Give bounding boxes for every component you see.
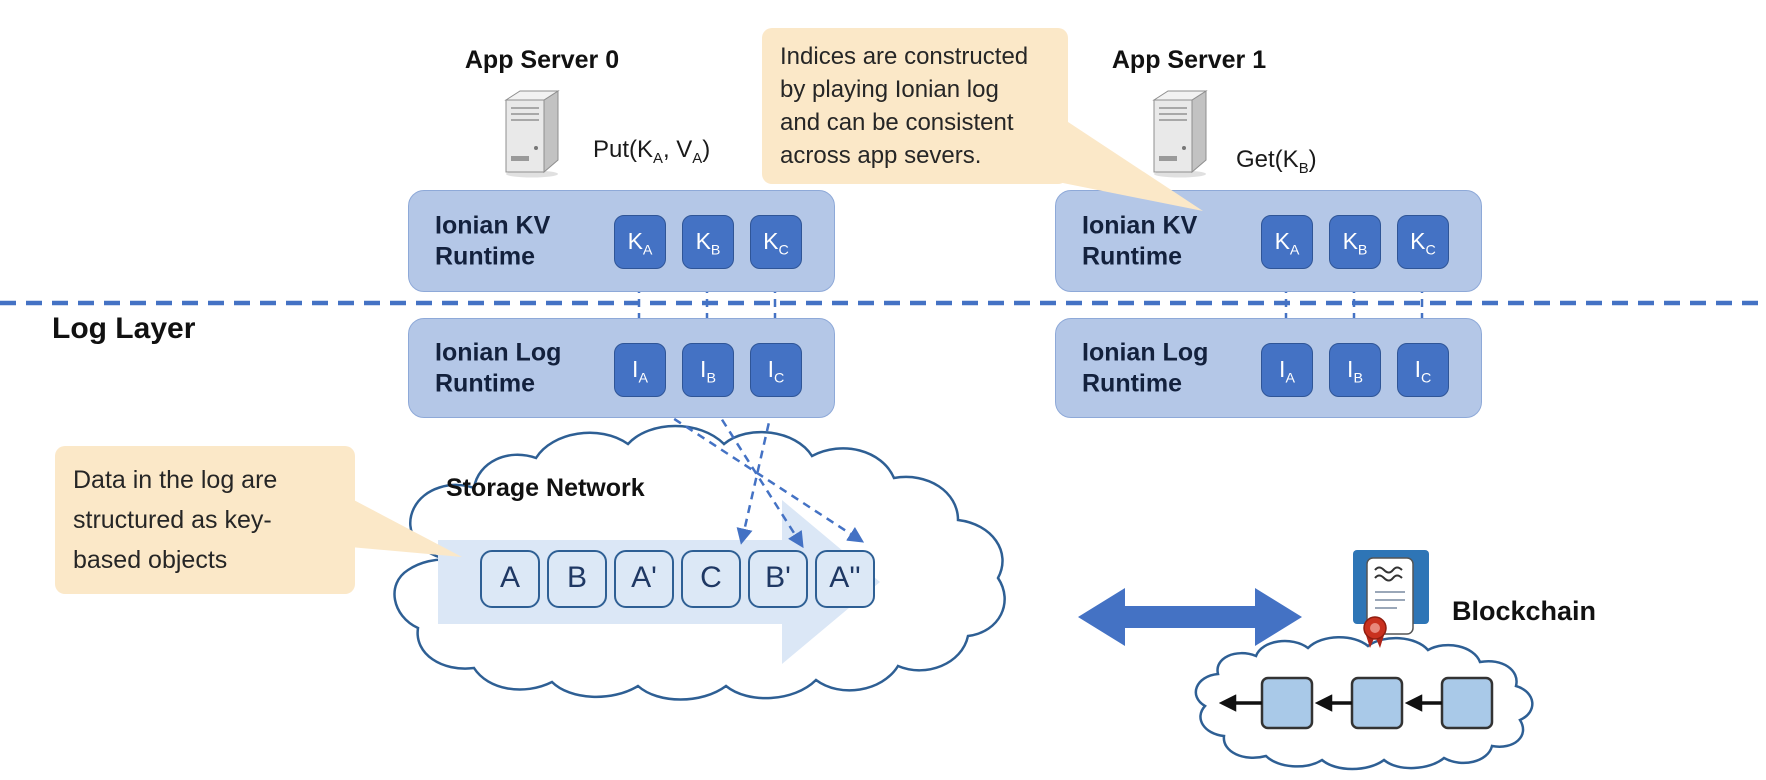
chip-base: I [1414,356,1422,382]
chip-base: I [1347,356,1354,382]
put-text-1: Put(K [593,136,654,163]
chip-sub: B [1357,242,1368,259]
log-entry-text: A [499,561,520,594]
kv-runtime-title-line2: Runtime [435,242,535,270]
log-runtime-title-line1: Ionian Log [1082,338,1209,367]
chip-sub: C [1421,370,1432,387]
log-entry-3: C [681,550,741,608]
indices-callout: Indices are constructed by playing Ionia… [762,28,1068,185]
chip-base: K [627,228,643,254]
chip-base: K [763,228,779,254]
kv-runtime-title-line1: Ionian KV [435,211,551,240]
kv-runtime-title-line2: Runtime [1082,242,1182,270]
log-runtime-title-line1: Ionian Log [435,338,562,367]
blockchain-icon [1345,548,1437,657]
get-operation-label: Get(KB) [1236,146,1317,177]
app-server-1-title: App Server 1 [1111,46,1267,74]
index-chip-ib-right: IB [1329,343,1381,397]
log-entry-text: A'' [829,561,861,594]
chip-sub: C [774,370,785,387]
log-entry-1: B [547,550,607,608]
log-layer-label: Log Layer [52,312,196,345]
chip-base: I [700,356,707,382]
index-chip-ib-left: IB [682,343,734,397]
index-chip-ia-left: IA [614,343,666,397]
chip-base: K [1274,228,1290,254]
log-runtime-title-line2: Runtime [435,369,535,397]
get-text-1: Get(K [1236,146,1299,173]
app-server-0-title: App Server 0 [464,46,620,74]
log-entry-text: C [700,561,722,594]
key-chip-ka-left: KA [614,215,666,269]
server-icon-1 [1146,86,1214,183]
put-text-3: ) [702,136,711,163]
put-operation-label: Put(KA, VA) [593,136,710,167]
get-text-2: ) [1308,146,1317,173]
chip-sub: A [642,242,653,259]
log-entry-text: B' [765,561,791,594]
get-sub-1: B [1298,160,1309,177]
chip-sub: B [710,242,721,259]
chip-sub: C [1425,242,1436,259]
log-entry-2: A' [614,550,674,608]
chip-sub: B [1353,370,1363,387]
log-entry-text: B [566,561,587,594]
server-tower-icon [1152,90,1208,178]
chip-base: K [1410,228,1426,254]
chip-base: I [1279,356,1286,382]
put-sub-2: A [692,150,703,167]
key-chip-kc-right: KC [1397,215,1449,269]
scroll-seal-icon [1353,550,1429,648]
chip-base: K [695,228,711,254]
chip-sub: C [778,242,789,259]
blockchain-label: Blockchain [1452,596,1597,626]
log-entry-5: A'' [815,550,875,608]
log-entry-4: B' [748,550,808,608]
key-chip-kb-left: KB [682,215,734,269]
index-chip-ia-right: IA [1261,343,1313,397]
kv-runtime-title-line1: Ionian KV [1082,211,1198,240]
data-callout: Data in the log are structured as key- b… [55,446,355,594]
log-runtime-title-line2: Runtime [1082,369,1182,397]
chip-sub: A [1285,370,1295,387]
chip-sub: B [706,370,716,387]
index-chip-ic-left: IC [750,343,802,397]
chip-sub: A [1289,242,1300,259]
chip-base: I [632,356,639,382]
chip-base: K [1342,228,1358,254]
chip-base: I [767,356,775,382]
log-entry-text: A' [631,561,657,594]
server-tower-icon [504,90,560,178]
chip-sub: A [638,370,648,387]
index-chip-ic-right: IC [1397,343,1449,397]
key-chip-kc-left: KC [750,215,802,269]
put-text-2: , V [662,136,693,163]
log-entry-0: A [480,550,540,608]
key-chip-kb-right: KB [1329,215,1381,269]
put-sub-1: A [653,150,663,167]
storage-network-label: Storage Network [446,474,645,502]
key-chip-ka-right: KA [1261,215,1313,269]
server-icon-0 [498,86,566,183]
